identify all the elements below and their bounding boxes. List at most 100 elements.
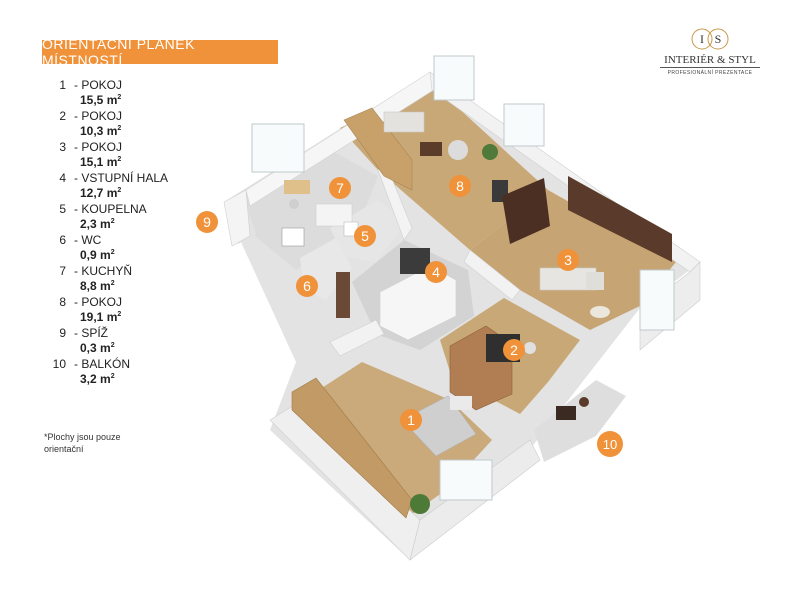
footnote: *Plochy jsou pouze orientační	[44, 432, 121, 454]
legend-room-area: 12,7 m2	[80, 186, 122, 200]
wall	[463, 249, 521, 301]
wall	[329, 319, 385, 357]
legend-room-name: - POKOJ	[74, 78, 123, 92]
legend-room-area: 8,8 m2	[80, 279, 115, 293]
page-title-text: ORIENTAČNÍ PLÁNEK MÍSTNOSTÍ	[42, 36, 195, 68]
legend-room-name: - POKOJ	[74, 295, 123, 309]
legend-room-area: 0,3 m2	[80, 341, 115, 355]
svg-text:3: 3	[564, 252, 572, 268]
svg-text:10: 10	[603, 437, 617, 452]
svg-text:7: 7	[336, 180, 344, 196]
side-table	[586, 272, 604, 290]
legend-room-area: 3,2 m2	[80, 372, 115, 386]
room-badge-8: 8	[449, 175, 471, 197]
room-badge-7: 7	[329, 177, 351, 199]
room-badge-10: 10	[597, 431, 623, 457]
legend-room-name: - VSTUPNÍ HALA	[74, 171, 169, 185]
sofa	[383, 111, 425, 133]
room-badge-6: 6	[296, 275, 318, 297]
room-badge-5: 5	[354, 225, 376, 247]
legend-number: 2	[59, 109, 66, 123]
chair	[524, 342, 536, 354]
room-badge-2: 2	[503, 339, 525, 361]
legend-item: 8 - POKOJ 19,1 m2	[42, 295, 202, 326]
legend-number: 5	[59, 202, 66, 216]
legend-number: 3	[59, 140, 66, 154]
plant-icon	[482, 144, 498, 160]
legend-number: 9	[59, 326, 66, 340]
cooktop	[281, 227, 305, 247]
svg-text:6: 6	[303, 278, 311, 294]
page-title: ORIENTAČNÍ PLÁNEK MÍSTNOSTÍ	[42, 36, 278, 68]
room-badge-1: 1	[400, 409, 422, 431]
svg-text:1: 1	[407, 412, 415, 428]
legend-room-area: 15,1 m2	[80, 155, 122, 169]
wood-panel-wall	[291, 377, 413, 519]
legend-room-name: - BALKÓN	[74, 357, 131, 371]
bed	[401, 395, 477, 457]
room-badge-9: 9	[196, 211, 218, 233]
legend-number: 1	[59, 78, 66, 92]
legend-room-name: - KOUPELNA	[74, 202, 147, 216]
dining-table	[284, 180, 310, 194]
legend-room-name: - POKOJ	[74, 140, 123, 154]
svg-text:8: 8	[456, 178, 464, 194]
legend-room-area: 10,3 m2	[80, 124, 122, 138]
legend-number: 8	[59, 295, 66, 309]
floor-lamp	[590, 306, 610, 318]
legend-room-name: - POKOJ	[74, 109, 123, 123]
legend-item: 4 - VSTUPNÍ HALA 12,7 m2	[42, 171, 202, 202]
legend-item: 1 - POKOJ 15,5 m2	[42, 78, 202, 109]
balcony-floor	[534, 380, 626, 462]
legend-item: 2 - POKOJ 10,3 m2	[42, 109, 202, 140]
legend-number: 10	[52, 357, 66, 371]
armchair	[448, 140, 468, 160]
legend-room-name: - SPÍŽ	[74, 326, 109, 340]
coffee-table	[420, 142, 442, 156]
legend-room-area: 19,1 m2	[80, 310, 122, 324]
legend-item: 10 - BALKÓN 3,2 m2	[42, 357, 202, 388]
legend-number: 4	[59, 171, 66, 185]
chair	[289, 199, 299, 209]
door	[336, 272, 350, 318]
brand-subtitle: PROFESIONÁLNÍ PREZENTACE	[667, 70, 753, 76]
legend-item: 7 - KUCHYŇ 8,8 m2	[42, 264, 202, 295]
svg-text:5: 5	[361, 228, 369, 244]
window	[433, 55, 475, 101]
plant-icon	[410, 494, 430, 514]
legend-item: 9 - SPÍŽ 0,3 m2	[42, 326, 202, 357]
sideboard	[343, 107, 413, 191]
legend-room-name: - WC	[74, 233, 102, 247]
monogram-left: I	[700, 32, 704, 46]
pillow	[450, 396, 472, 410]
legend-item: 5 - KOUPELNA 2,3 m2	[42, 202, 202, 233]
window	[639, 269, 675, 331]
monogram-icon: I S	[691, 28, 729, 50]
window	[251, 123, 305, 173]
legend-number: 7	[59, 264, 66, 278]
legend-number: 6	[59, 233, 66, 247]
room-badge-3: 3	[557, 249, 579, 271]
kitchen-counter	[315, 203, 353, 227]
svg-text:2: 2	[510, 342, 518, 358]
wardrobe	[568, 176, 672, 262]
legend-room-area: 0,9 m2	[80, 248, 115, 262]
legend-room-area: 2,3 m2	[80, 217, 115, 231]
room-badge-4: 4	[425, 261, 447, 283]
window	[439, 459, 493, 501]
svg-text:4: 4	[432, 264, 440, 280]
wall	[223, 189, 251, 247]
room-legend: 1 - POKOJ 15,5 m2 2 - POKOJ 10,3 m2 3 - …	[42, 78, 202, 388]
legend-room-area: 15,5 m2	[80, 93, 122, 107]
brand-name: INTERIÉR & STYL	[660, 54, 760, 68]
bookshelf	[502, 178, 550, 244]
svg-text:9: 9	[203, 214, 211, 230]
legend-item: 3 - POKOJ 15,1 m2	[42, 140, 202, 171]
shoe-cabinet	[400, 248, 430, 274]
brand-logo: I S INTERIÉR & STYL PROFESIONÁLNÍ PREZEN…	[660, 26, 760, 76]
monogram-right: S	[715, 32, 722, 46]
legend-item: 6 - WC 0,9 m2	[42, 233, 202, 264]
legend-room-name: - KUCHYŇ	[74, 264, 133, 278]
window	[503, 103, 545, 147]
